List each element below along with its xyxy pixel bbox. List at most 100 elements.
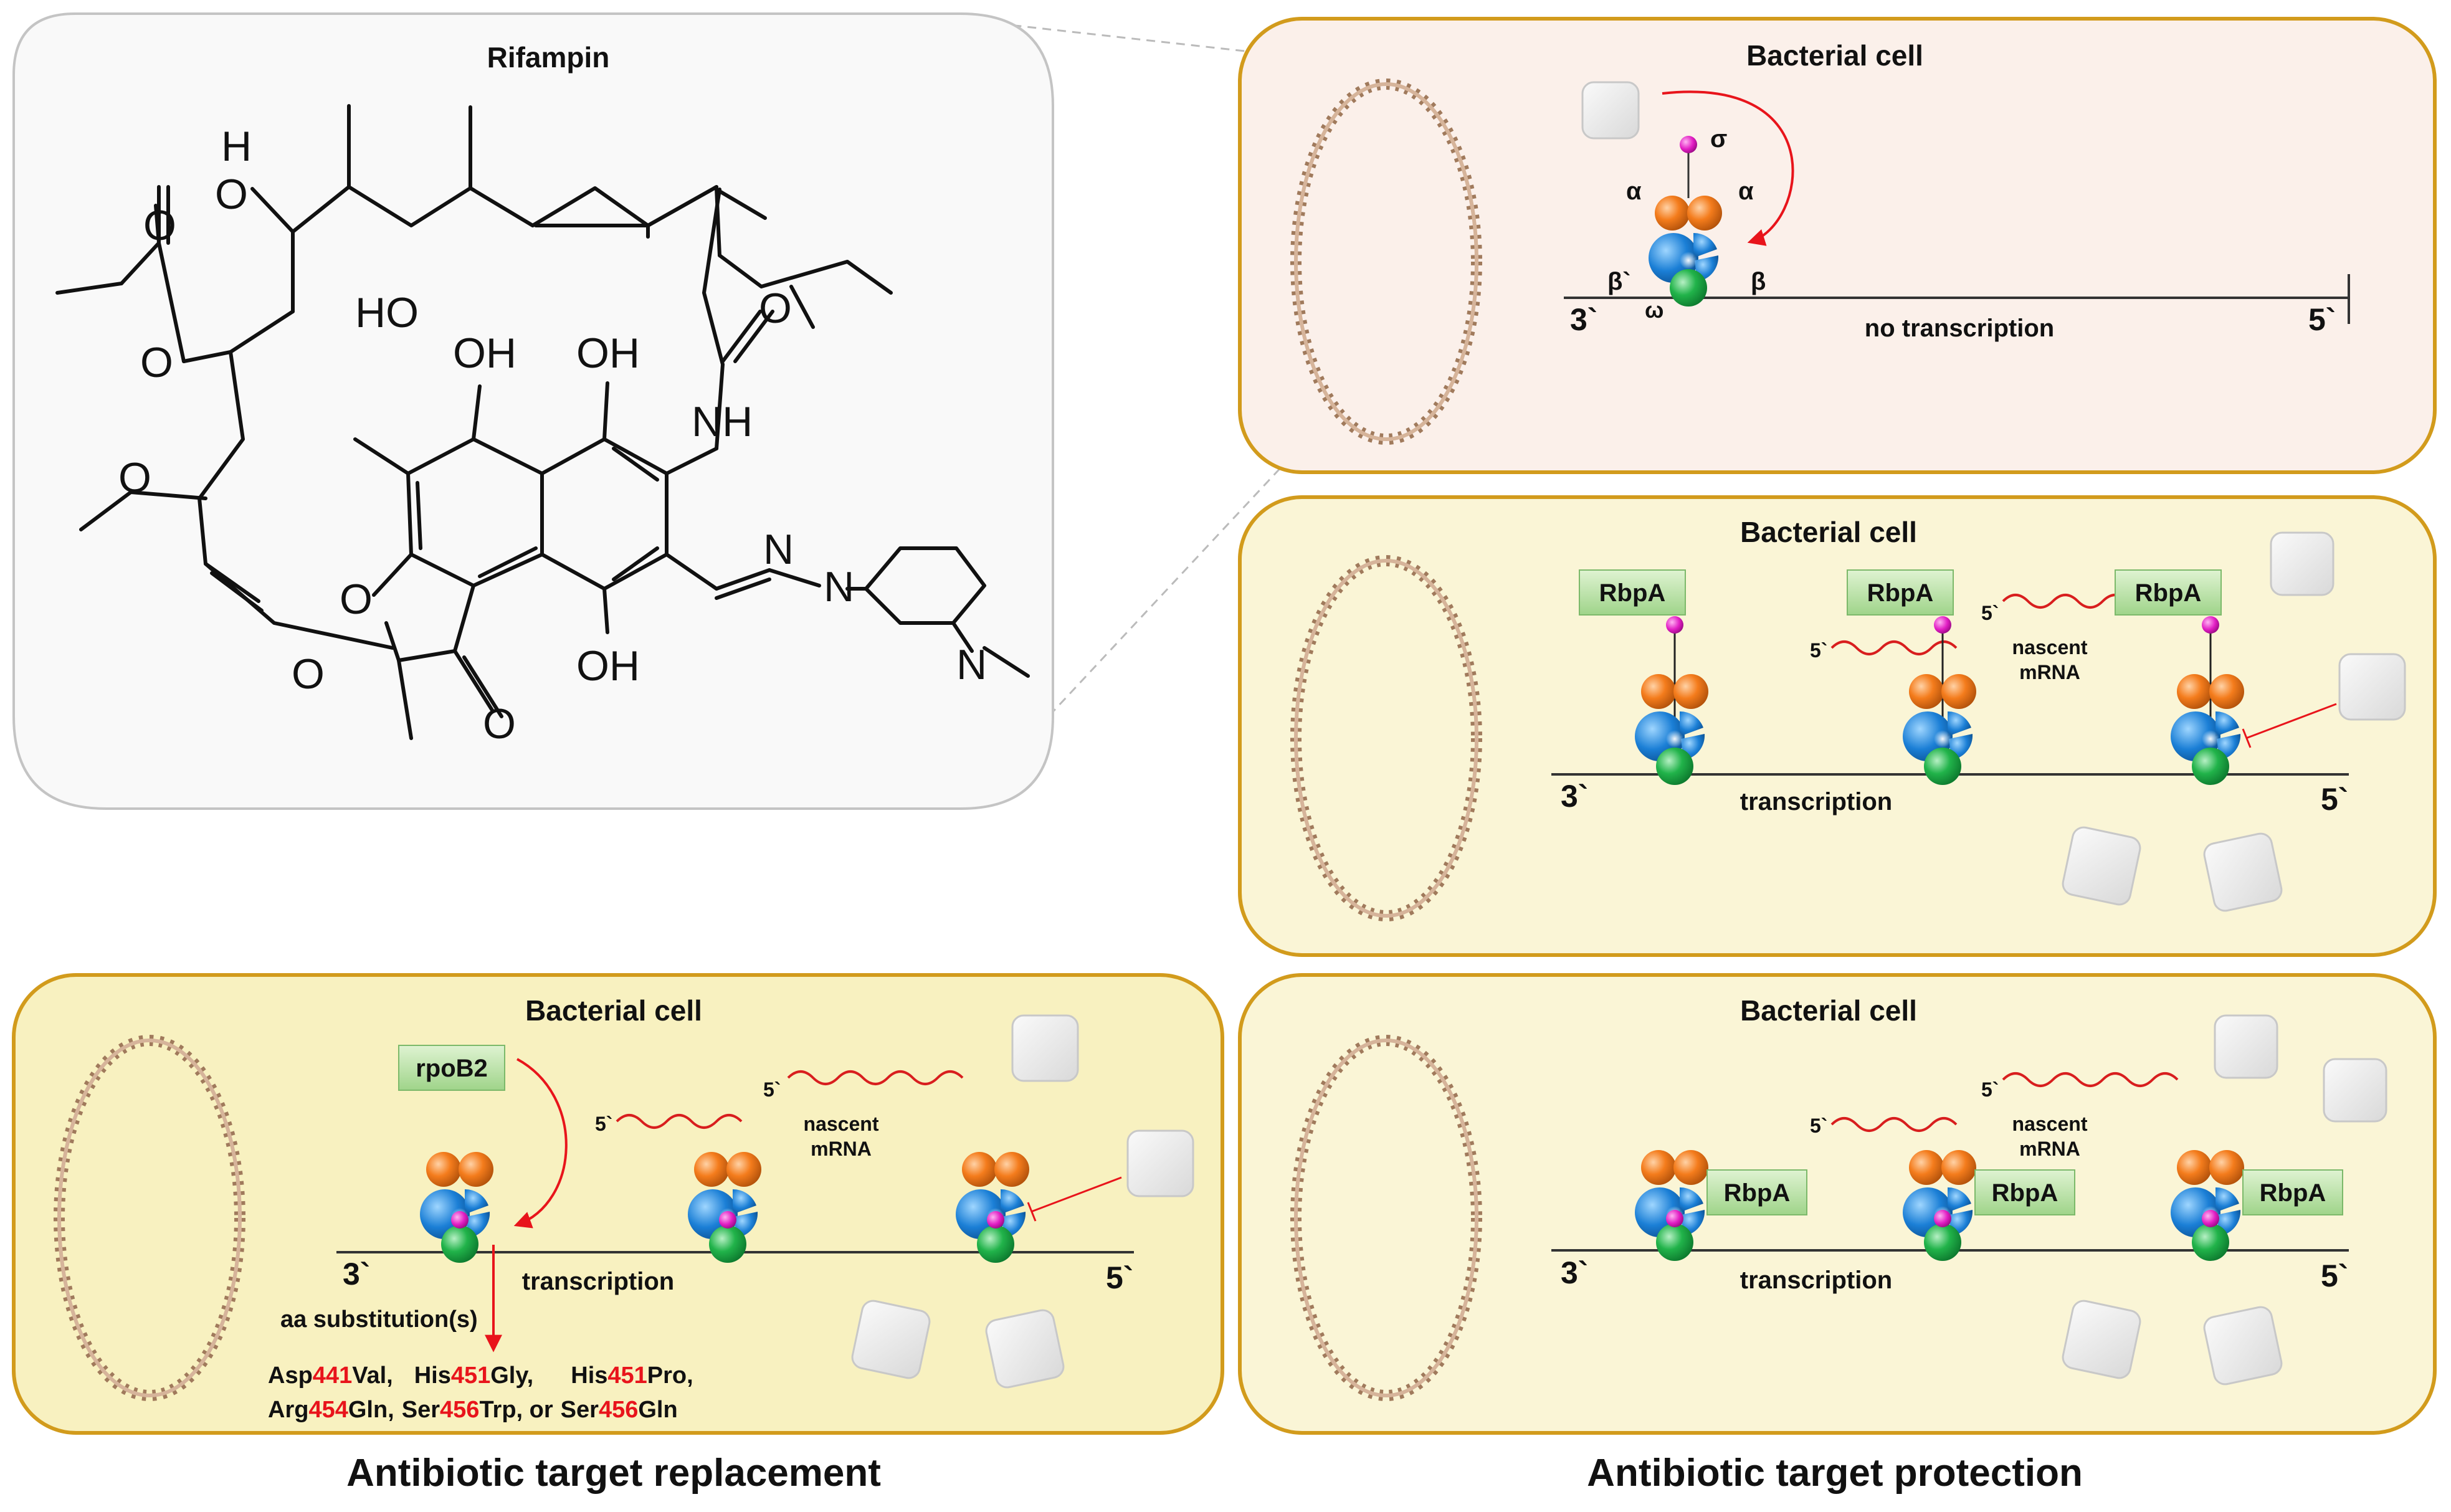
five-prime-label: 5` — [2321, 1258, 2348, 1293]
substitution-label: aa substitution(s) — [280, 1306, 478, 1333]
residue-number: 456 — [599, 1397, 638, 1423]
atom-label: N — [763, 526, 794, 573]
rbpa-label: RbpA — [1867, 579, 1934, 607]
status-caption: transcription — [1740, 1267, 1892, 1294]
rifampin-molecule — [2323, 1058, 2387, 1123]
sigma-factor — [1666, 1210, 1683, 1227]
atom-label: N — [956, 641, 987, 688]
atom-label: OH — [453, 330, 516, 377]
rbpa-label: RbpA — [2135, 579, 2202, 607]
cell-rbpa-protection-a: Bacterial cell RbpA RbpA 5` RbpA 5` nasc… — [1238, 495, 2437, 957]
cell-rbpa-protection-b: Bacterial cell RbpA 5` RbpA 5` nascent m… — [1238, 973, 2437, 1435]
residue-from: His — [414, 1362, 451, 1389]
sigma-factor — [1666, 616, 1683, 634]
residue-from: Ser — [402, 1397, 440, 1423]
rbpa-label: RbpA — [1599, 579, 1666, 607]
inhibition-line — [2242, 728, 2252, 748]
substitution-list-row: Asp441Val,His451Gly,His451Pro, — [268, 1362, 693, 1389]
three-prime-label: 3` — [1561, 779, 1588, 814]
residue-from: Arg — [268, 1397, 308, 1423]
atom-label: O — [140, 339, 173, 386]
binding-arrow — [1662, 90, 1794, 246]
atom-label: O — [292, 650, 325, 698]
mrna-5prime: 5` — [1810, 1115, 1827, 1137]
nascent-label: nascent — [2012, 1113, 2088, 1135]
alpha-label: α — [1738, 178, 1754, 205]
rpob2-box — [398, 1045, 505, 1091]
sigma-factor — [987, 1211, 1004, 1229]
cell-title: Bacterial cell — [1740, 516, 1917, 548]
five-prime-label: 5` — [1106, 1260, 1133, 1295]
cell-no-transcription: Bacterial cell σ α α β` β ω 3` 5` no tra… — [1238, 17, 2437, 474]
residue-number: 451 — [451, 1362, 490, 1389]
rbpa-label: RbpA — [1992, 1179, 2058, 1207]
rifampin-molecule — [851, 1300, 931, 1379]
rifampin-molecule — [1011, 1014, 1079, 1082]
three-prime-label: 3` — [1570, 302, 1597, 337]
omega-label: ω — [1645, 297, 1663, 323]
footer-caption-right: Antibiotic target protection — [1587, 1452, 2083, 1495]
atom-label: N — [824, 563, 854, 611]
rbpa-box — [1706, 1169, 1807, 1215]
sigma-factor — [1680, 136, 1697, 153]
beta-prime-label: β` — [1607, 268, 1631, 295]
rifampin-molecule — [985, 1309, 1065, 1389]
mrna-5prime: 5` — [595, 1113, 612, 1135]
atom-label: OH — [576, 330, 640, 377]
rbpa-label: RbpA — [2260, 1179, 2326, 1207]
atom-label: O — [118, 454, 151, 502]
atom-label: O — [759, 285, 792, 332]
rbpa-box — [1974, 1169, 2075, 1215]
atom-label: O — [340, 576, 373, 623]
mrna-5prime: 5` — [1981, 602, 1999, 624]
rbpa-box — [1579, 569, 1686, 616]
rifampin-molecule — [2214, 1014, 2278, 1079]
nascent-mrna — [616, 1114, 743, 1129]
five-prime-label: 5` — [2308, 302, 2336, 337]
residue-from: Asp — [268, 1362, 313, 1389]
nascent-label: nascent — [2012, 636, 2088, 659]
rbpa-box — [1847, 569, 1954, 616]
sigma-factor — [1934, 1210, 1951, 1227]
atom-label: OH — [576, 642, 640, 690]
status-caption: transcription — [1740, 788, 1892, 815]
atom-label: O — [483, 700, 516, 748]
chromosome-dna — [1290, 1035, 1482, 1401]
rifampin-molecule — [2203, 1306, 2283, 1386]
status-caption: transcription — [522, 1268, 674, 1295]
rpob2-arrow — [513, 1058, 568, 1229]
five-prime-label: 5` — [2321, 782, 2348, 817]
residue-to: Gln — [638, 1397, 677, 1423]
residue-from: His — [571, 1362, 607, 1389]
sigma-label: σ — [1710, 125, 1727, 153]
residue-number: 454 — [308, 1397, 348, 1423]
rbpa-label: RbpA — [1724, 1179, 1791, 1207]
residue-from: Ser — [561, 1397, 599, 1423]
structure-box — [12, 12, 1054, 810]
atom-label: HO — [355, 289, 419, 336]
atom-label: O — [215, 171, 248, 218]
rifampin-bonds — [55, 104, 1030, 740]
sigma-factor — [719, 1211, 736, 1229]
nascent-mrna — [1830, 1117, 1958, 1132]
atom-label: NH — [692, 398, 753, 445]
beta-label: β — [1751, 268, 1766, 295]
chromosome-dna — [54, 1035, 245, 1401]
alpha-label: α — [1626, 178, 1642, 205]
rifampin-molecule — [2203, 832, 2283, 912]
sigma-factor — [2202, 616, 2219, 634]
mrna-label: mRNA — [2019, 661, 2080, 683]
residue-number: 441 — [313, 1362, 352, 1389]
structure-title: Rifampin — [487, 41, 610, 74]
mrna-label: mRNA — [2019, 1138, 2080, 1160]
sigma-factor — [451, 1211, 469, 1229]
cell-title: Bacterial cell — [1746, 39, 1923, 72]
inhibition-line — [2245, 703, 2337, 739]
sigma-factor — [1934, 616, 1951, 634]
residue-to: Gln, — [348, 1397, 394, 1423]
rifampin-molecule — [1126, 1129, 1194, 1197]
residue-to: Trp, or — [479, 1397, 553, 1423]
mrna-5prime: 5` — [1810, 639, 1827, 662]
